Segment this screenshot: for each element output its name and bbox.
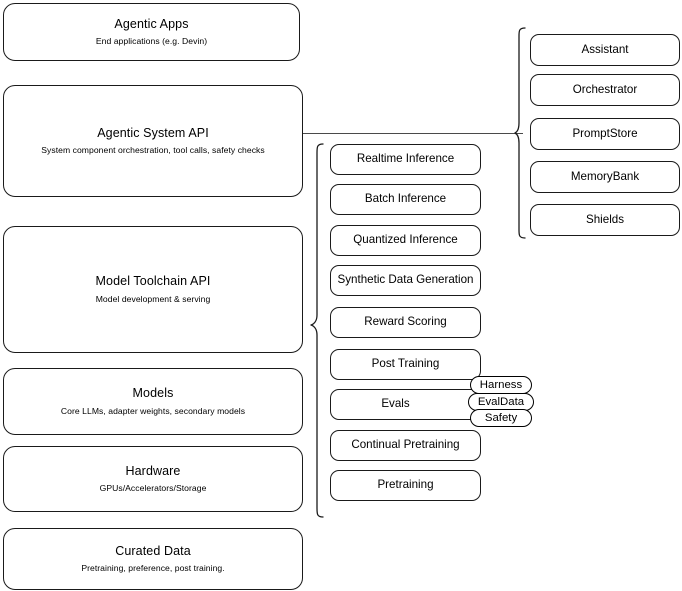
toolchain-item-quantized-inference[interactable]: Quantized Inference (330, 225, 481, 256)
item-label: Pretraining (377, 478, 434, 492)
item-label: Synthetic Data Generation (337, 273, 474, 287)
layer-title: Hardware (125, 463, 181, 478)
item-label: MemoryBank (570, 169, 640, 183)
pill-label: Safety (484, 412, 518, 424)
item-label: Orchestrator (572, 82, 638, 96)
toolchain-item-evals[interactable]: Evals (330, 389, 481, 420)
item-label: Shields (585, 212, 625, 226)
item-label: Post Training (371, 357, 440, 371)
item-label: Quantized Inference (353, 233, 458, 247)
brace-system-components (514, 27, 526, 239)
stack-layer-curated-data[interactable]: Curated Data Pretraining, preference, po… (3, 528, 303, 590)
layer-subtitle: Core LLMs, adapter weights, secondary mo… (60, 405, 246, 416)
item-label: Assistant (581, 42, 629, 56)
brace-model-toolchain-items (310, 143, 324, 518)
item-label: Evals (381, 397, 410, 411)
connector-system-api-to-components (303, 133, 523, 135)
system-component-shields[interactable]: Shields (530, 204, 680, 236)
eval-pill-harness[interactable]: Harness (470, 376, 532, 394)
stack-layer-agentic-apps[interactable]: Agentic Apps End applications (e.g. Devi… (3, 3, 300, 61)
toolchain-item-reward-scoring[interactable]: Reward Scoring (330, 307, 481, 338)
toolchain-item-synthetic-data-generation[interactable]: Synthetic Data Generation (330, 265, 481, 296)
item-label: PromptStore (572, 126, 638, 140)
layer-subtitle: End applications (e.g. Devin) (95, 36, 208, 47)
layer-subtitle: Pretraining, preference, post training. (81, 563, 225, 574)
layer-title: Agentic System API (97, 125, 209, 140)
item-label: Continual Pretraining (351, 438, 460, 452)
stack-layer-models[interactable]: Models Core LLMs, adapter weights, secon… (3, 368, 303, 435)
stack-layer-model-toolchain-api[interactable]: Model Toolchain API Model development & … (3, 226, 303, 353)
system-component-assistant[interactable]: Assistant (530, 34, 680, 66)
layer-subtitle: Model development & serving (95, 293, 211, 304)
stack-layer-agentic-system-api[interactable]: Agentic System API System component orch… (3, 85, 303, 197)
toolchain-item-post-training[interactable]: Post Training (330, 349, 481, 380)
toolchain-item-continual-pretraining[interactable]: Continual Pretraining (330, 430, 481, 461)
layer-title: Curated Data (115, 543, 191, 558)
layer-title: Models (132, 386, 174, 401)
item-label: Realtime Inference (356, 152, 455, 166)
system-component-orchestrator[interactable]: Orchestrator (530, 74, 680, 106)
system-component-promptstore[interactable]: PromptStore (530, 118, 680, 150)
layer-title: Agentic Apps (114, 16, 189, 31)
toolchain-item-pretraining[interactable]: Pretraining (330, 470, 481, 501)
layer-title: Model Toolchain API (95, 274, 211, 289)
layer-subtitle: System component orchestration, tool cal… (41, 145, 265, 156)
pill-label: EvalData (477, 396, 525, 408)
item-label: Reward Scoring (364, 315, 447, 329)
toolchain-item-realtime-inference[interactable]: Realtime Inference (330, 144, 481, 175)
layer-subtitle: GPUs/Accelerators/Storage (99, 483, 207, 494)
pill-label: Harness (479, 379, 523, 391)
item-label: Batch Inference (364, 192, 447, 206)
stack-layer-hardware[interactable]: Hardware GPUs/Accelerators/Storage (3, 446, 303, 512)
toolchain-item-batch-inference[interactable]: Batch Inference (330, 184, 481, 215)
system-component-memorybank[interactable]: MemoryBank (530, 161, 680, 193)
eval-pill-safety[interactable]: Safety (470, 409, 532, 427)
